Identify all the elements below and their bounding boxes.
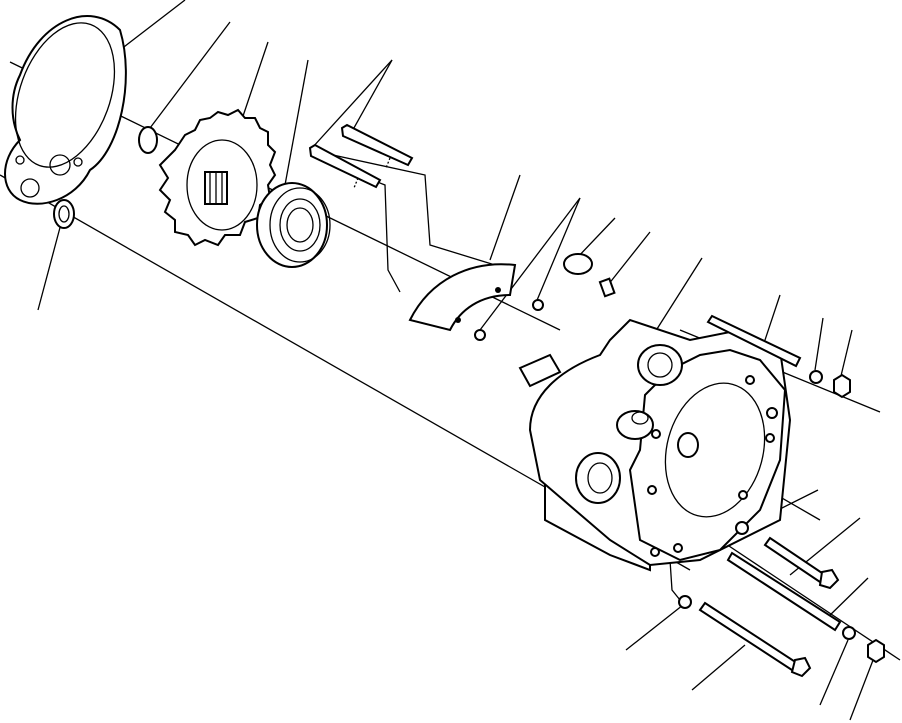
gasket — [4, 15, 127, 205]
studs — [698, 314, 842, 674]
long-bolts — [308, 123, 414, 189]
bearing — [256, 182, 331, 268]
plug — [563, 253, 593, 275]
nuts — [678, 370, 885, 664]
leader-lines — [37, 0, 876, 721]
lock-washers — [474, 299, 544, 341]
pump-body — [518, 318, 792, 572]
short-bolts — [763, 536, 840, 678]
o-ring — [138, 126, 158, 154]
flange-bolt-holes — [647, 375, 778, 557]
oil-seal — [53, 199, 75, 229]
pin — [598, 277, 616, 298]
cover-plate — [408, 263, 517, 332]
